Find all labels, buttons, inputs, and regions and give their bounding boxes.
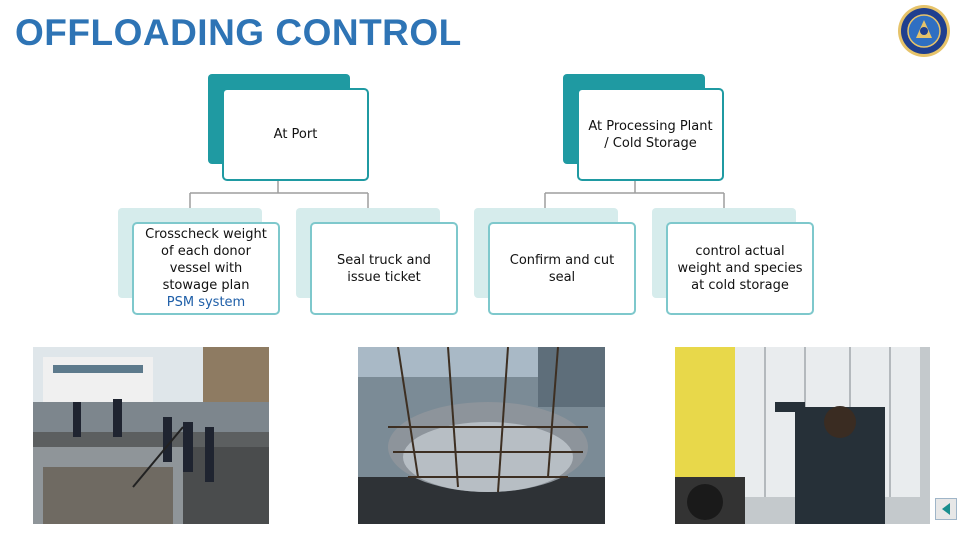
previous-slide-arrow-icon bbox=[942, 503, 950, 515]
photo-truck-seal bbox=[675, 347, 930, 524]
previous-slide-button[interactable] bbox=[935, 498, 957, 520]
node-control-weight-label: control actual weight and species at col… bbox=[666, 222, 814, 315]
psm-system-label: PSM system bbox=[166, 295, 246, 310]
node-confirm-seal-label: Confirm and cut seal bbox=[488, 222, 636, 315]
page-title: OFFLOADING CONTROL bbox=[15, 12, 462, 53]
node-crosscheck-label: Crosscheck weight of each donor vessel w… bbox=[145, 227, 267, 293]
photo-port-offloading bbox=[33, 347, 269, 524]
node-at-port-label: At Port bbox=[222, 88, 369, 181]
department-seal-icon bbox=[898, 5, 950, 57]
photo-fish-net bbox=[358, 347, 605, 524]
node-seal-truck-label: Seal truck and issue ticket bbox=[310, 222, 458, 315]
node-at-processing-plant-label: At Processing Plant / Cold Storage bbox=[577, 88, 724, 181]
